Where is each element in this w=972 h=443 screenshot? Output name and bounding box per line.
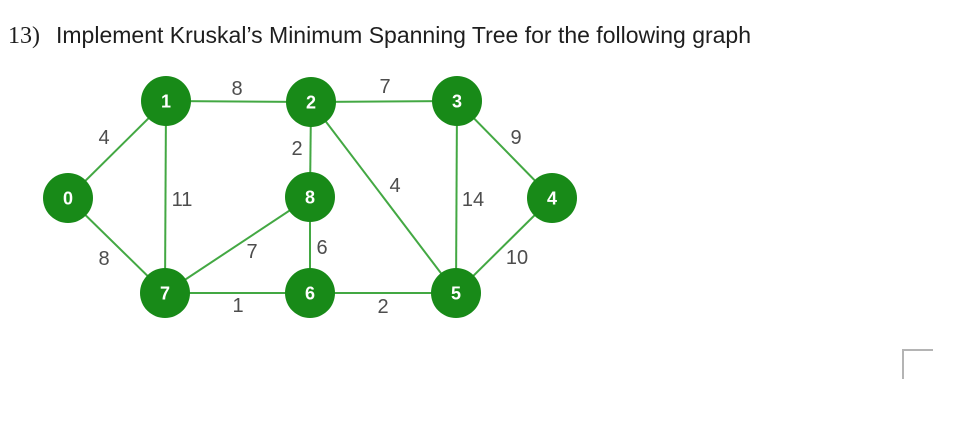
edge-weight-2-8: 2 [291, 138, 302, 160]
question-title: 13) Implement Kruskal’s Minimum Spanning … [8, 22, 751, 50]
graph-edge-2-5 [310, 101, 457, 294]
graph-node-2 [286, 77, 336, 127]
graph-node-label-1: 1 [161, 92, 171, 112]
graph-node-label-0: 0 [63, 189, 73, 209]
edge-weight-0-7: 8 [98, 248, 109, 270]
edge-weight-6-7: 1 [232, 295, 243, 317]
edge-weight-3-5: 14 [462, 189, 484, 211]
edge-weight-1-2: 8 [231, 78, 242, 100]
graph-node-3 [432, 76, 482, 126]
graph-node-8 [285, 172, 335, 222]
graph-node-6 [285, 268, 335, 318]
graph-node-label-2: 2 [306, 93, 316, 113]
edge-weight-2-3: 7 [379, 76, 390, 98]
graph-edge-7-8 [164, 196, 311, 294]
graph-node-4 [527, 173, 577, 223]
edge-weight-6-8: 6 [316, 237, 327, 259]
graph-node-label-4: 4 [547, 189, 557, 209]
graph-node-label-5: 5 [451, 284, 461, 304]
edge-weight-1-7: 11 [172, 189, 193, 211]
graph-edge-3-5 [455, 100, 458, 294]
page-corner-mark [902, 349, 933, 379]
graph-edge-1-7 [164, 100, 167, 294]
graph-node-label-7: 7 [160, 284, 170, 304]
graph-node-0 [43, 173, 93, 223]
edge-weight-5-6: 2 [377, 296, 388, 318]
question-number: 13) [8, 23, 40, 49]
graph-node-label-6: 6 [305, 284, 315, 304]
edge-weight-2-5: 4 [389, 175, 400, 197]
graph-node-5 [431, 268, 481, 318]
graph-node-1 [141, 76, 191, 126]
edge-weight-0-1: 4 [98, 127, 109, 149]
edge-weight-3-4: 9 [510, 127, 521, 149]
edge-weight-7-8: 7 [246, 241, 257, 263]
graph-node-label-8: 8 [305, 188, 315, 208]
edge-weight-4-5: 10 [506, 247, 528, 269]
graph-node-7 [140, 268, 190, 318]
question-text: Implement Kruskal’s Minimum Spanning Tre… [56, 22, 752, 48]
graph-node-label-3: 3 [452, 92, 462, 112]
